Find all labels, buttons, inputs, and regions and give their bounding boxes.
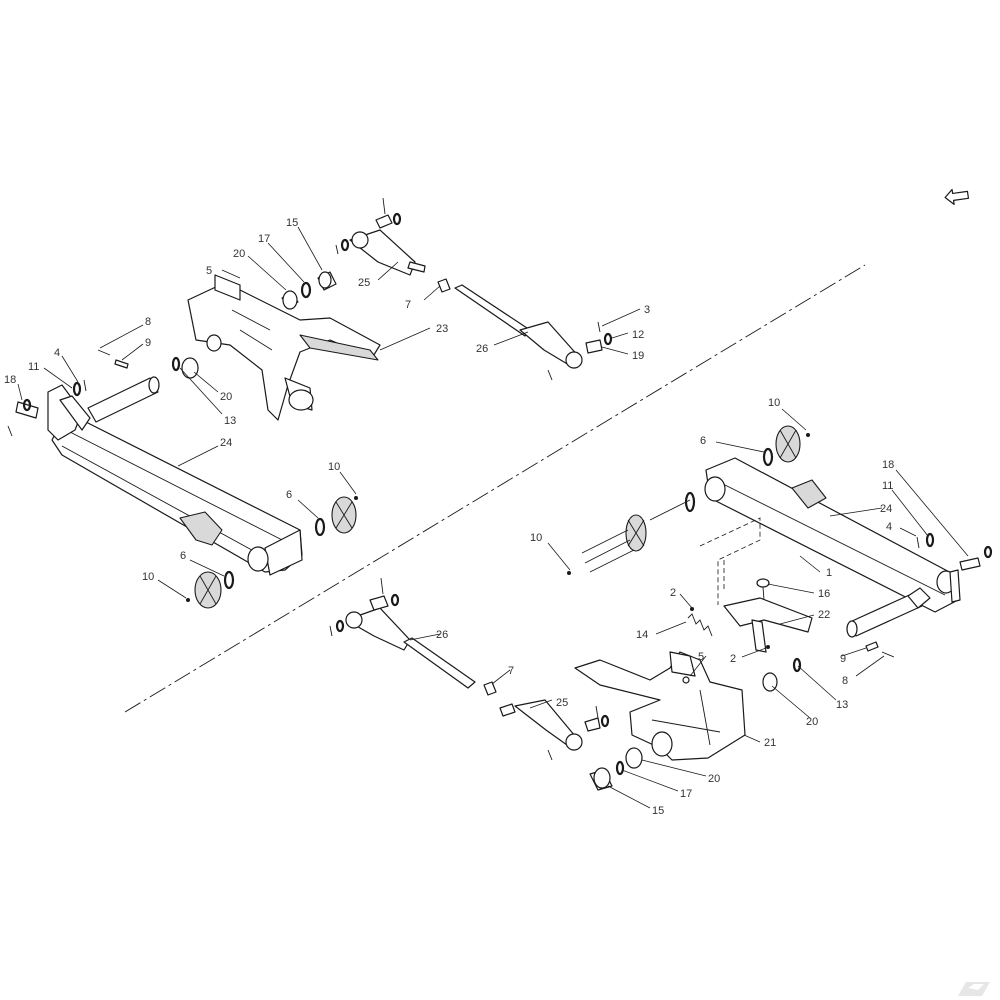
link-26-lower (329, 577, 476, 689)
callout-22: 22 (818, 609, 830, 621)
flange-lower-top (762, 425, 810, 467)
callout-10: 10 (768, 397, 780, 409)
callout-20: 20 (806, 716, 818, 728)
callout-24: 24 (880, 503, 892, 515)
callout-6: 6 (700, 435, 706, 447)
arm-upper (47, 384, 303, 576)
callout-23: 23 (436, 323, 448, 335)
callout-1: 1 (826, 567, 832, 579)
link-26-upper (454, 284, 583, 381)
callout-11: 11 (28, 361, 39, 373)
callout-11: 11 (882, 480, 893, 492)
arrow-left-icon (944, 188, 970, 205)
flange-upper-right (314, 496, 358, 537)
callout-21: 21 (764, 737, 776, 749)
bushing-set-lower-right (762, 657, 802, 692)
bracket-23 (187, 274, 381, 421)
pin-18-upper (7, 379, 87, 437)
callout-6: 6 (286, 489, 292, 501)
callout-5: 5 (206, 265, 212, 277)
callout-8: 8 (145, 316, 151, 328)
callout-9: 9 (145, 337, 151, 349)
callout-2: 2 (730, 653, 736, 665)
nut-7-upper (437, 278, 451, 293)
callout-4: 4 (54, 347, 60, 359)
callout-26: 26 (476, 343, 488, 355)
callout-18: 18 (4, 374, 16, 386)
assembly-guides (699, 517, 761, 605)
callout-16: 16 (818, 588, 830, 600)
callout-17: 17 (680, 788, 692, 800)
link-25-lower (499, 699, 610, 761)
callout-7: 7 (508, 665, 514, 677)
pin-set-lower-right (865, 641, 895, 658)
callout-2: 2 (670, 587, 676, 599)
callout-19: 19 (632, 350, 644, 362)
callout-17: 17 (258, 233, 270, 245)
callout-15: 15 (652, 805, 664, 817)
hub-lower (567, 499, 691, 575)
center-line (124, 264, 866, 713)
callout-20: 20 (708, 773, 720, 785)
link-25-upper (335, 197, 426, 276)
nut-7-lower (483, 681, 497, 696)
callout-25: 25 (556, 697, 568, 709)
callout-8: 8 (842, 675, 848, 687)
pin-18-lower (907, 532, 993, 609)
callout-labels-upper: 5 20 17 15 25 7 23 26 3 12 19 8 9 4 11 1… (4, 217, 650, 583)
flange-upper-bottom (186, 570, 235, 609)
callout-18: 18 (882, 459, 894, 471)
callout-15: 15 (286, 217, 298, 229)
callout-3: 3 (644, 304, 650, 316)
shaft-upper (87, 376, 160, 423)
callout-10: 10 (530, 532, 542, 544)
callout-20: 20 (233, 248, 245, 260)
spring-set (687, 578, 813, 653)
callout-14: 14 (636, 629, 648, 641)
callout-12: 12 (632, 329, 644, 341)
callout-9: 9 (840, 653, 846, 665)
callout-labels-lower: 10 6 18 11 24 4 10 1 2 16 22 14 2 9 8 13… (436, 397, 894, 817)
shaft-lower (846, 591, 923, 638)
brand-logo-icon (958, 982, 990, 996)
callout-4: 4 (886, 521, 892, 533)
callout-7: 7 (405, 299, 411, 311)
bracket-21 (574, 651, 746, 761)
callout-20: 20 (220, 391, 232, 403)
callout-24: 24 (220, 437, 232, 449)
callout-25: 25 (358, 277, 370, 289)
callout-6: 6 (180, 550, 186, 562)
leader-lines (17, 226, 969, 809)
bushing-set-lower (589, 747, 643, 791)
callout-10: 10 (142, 571, 154, 583)
callout-13: 13 (836, 699, 848, 711)
pin-set-upper-left (97, 349, 129, 369)
pin-set-upper-right (585, 321, 613, 354)
callout-13: 13 (224, 415, 236, 427)
callout-5: 5 (698, 651, 704, 663)
bushing-set-upper (171, 271, 337, 379)
callout-10: 10 (328, 461, 340, 473)
callout-26: 26 (436, 629, 448, 641)
